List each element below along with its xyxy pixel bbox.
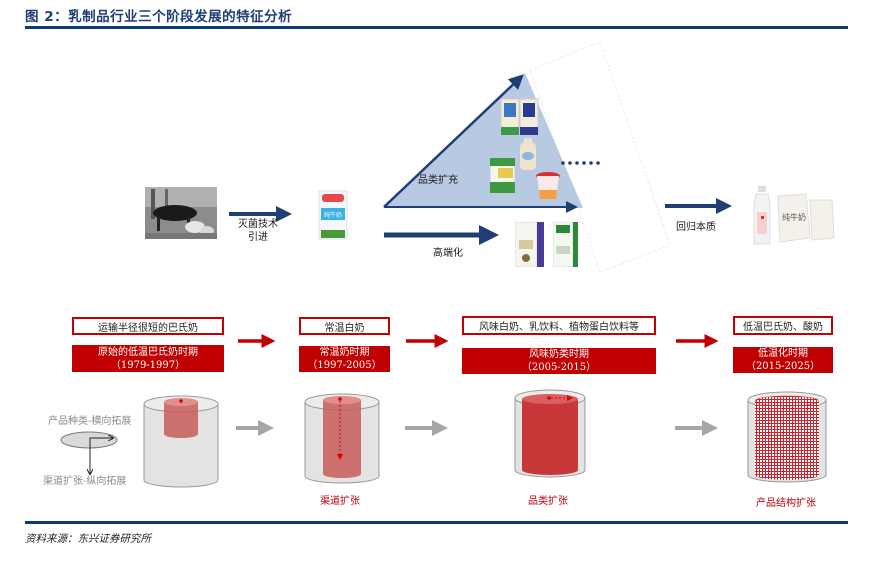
legend-ellipse [60,431,118,449]
svg-text:纯牛奶: 纯牛奶 [782,212,806,222]
sterilization-label: 灭菌技术 引进 [238,218,278,244]
fresh-milk-products-image: 纯牛奶 [752,186,836,246]
stage-graphics [60,334,827,488]
stage4-caption: 产品结构扩张 [756,498,816,509]
stage3-period-years: （2005-2015） [521,362,597,373]
legend-horizontal-label: 产品种类-横向拓展 [48,416,132,427]
legend-vertical-label: 渠道扩张-纵向拓展 [43,476,127,487]
stage2-period-name: 常温奶时期 [319,347,370,358]
stage2-caption: 渠道扩张 [320,496,360,507]
stage2-period-box: 常温奶时期 （1997-2005） [299,346,390,372]
title-rule [25,26,848,29]
diagonal-arrow [383,74,524,208]
return-to-essence-label: 回归本质 [676,222,716,233]
farm-photo [145,187,217,239]
stage3-period-box: 风味奶类时期 （2005-2015） [462,348,656,374]
cylinder-stage2 [304,393,380,484]
lactic-drink-bottle-image [518,138,538,171]
cylinder-stage4 [747,391,827,483]
figure-title: 图 2：乳制品行业三个阶段发展的特征分析 [25,9,293,25]
premium-milk-carton-1 [514,221,545,268]
stage1-product-box: 运输半径很短的巴氏奶 [72,317,224,335]
stage4-product-box: 低温巴氏奶、酸奶 [733,316,833,335]
cylinder-stage1 [143,395,219,488]
yogurt-pouches-image [500,97,540,137]
stage3-period-name: 风味奶类时期 [529,349,589,360]
stage4-period-box: 低温化时期 （2015-2025） [733,347,833,373]
svg-text:纯牛奶: 纯牛奶 [324,211,342,219]
category-expansion-label: 品类扩充 [418,175,458,186]
sterilization-label-line1: 灭菌技术 [238,219,278,230]
ellipsis-dots [561,161,600,165]
stage4-period-years: （2015-2025） [745,361,821,372]
cylinder-stage3 [514,389,586,478]
high-end-label: 高端化 [433,248,463,259]
stage3-product-box: 风味白奶、乳饮料、植物蛋白饮料等 [462,316,656,335]
flavored-milk-carton-image [489,157,516,194]
stage1-period-box: 原始的低温巴氏奶时期 （1979-1997） [72,345,224,372]
stage2-product-box: 常温白奶 [299,317,390,335]
stage2-period-years: （1997-2005） [307,360,382,371]
sterilization-label-line2: 引进 [248,232,268,243]
stage1-period-years: （1979-1997） [110,359,186,371]
source-note: 资料来源：东兴证券研究所 [25,533,151,545]
stage3-caption: 品类扩张 [528,496,568,507]
premium-milk-carton-2 [552,221,579,268]
uht-milk-carton: 纯牛奶 [318,190,348,240]
stage4-period-name: 低温化时期 [758,348,808,359]
yogurt-cup-image [536,172,560,200]
stage1-period-name: 原始的低温巴氏奶时期 [98,346,198,358]
footer-rule [25,521,848,524]
